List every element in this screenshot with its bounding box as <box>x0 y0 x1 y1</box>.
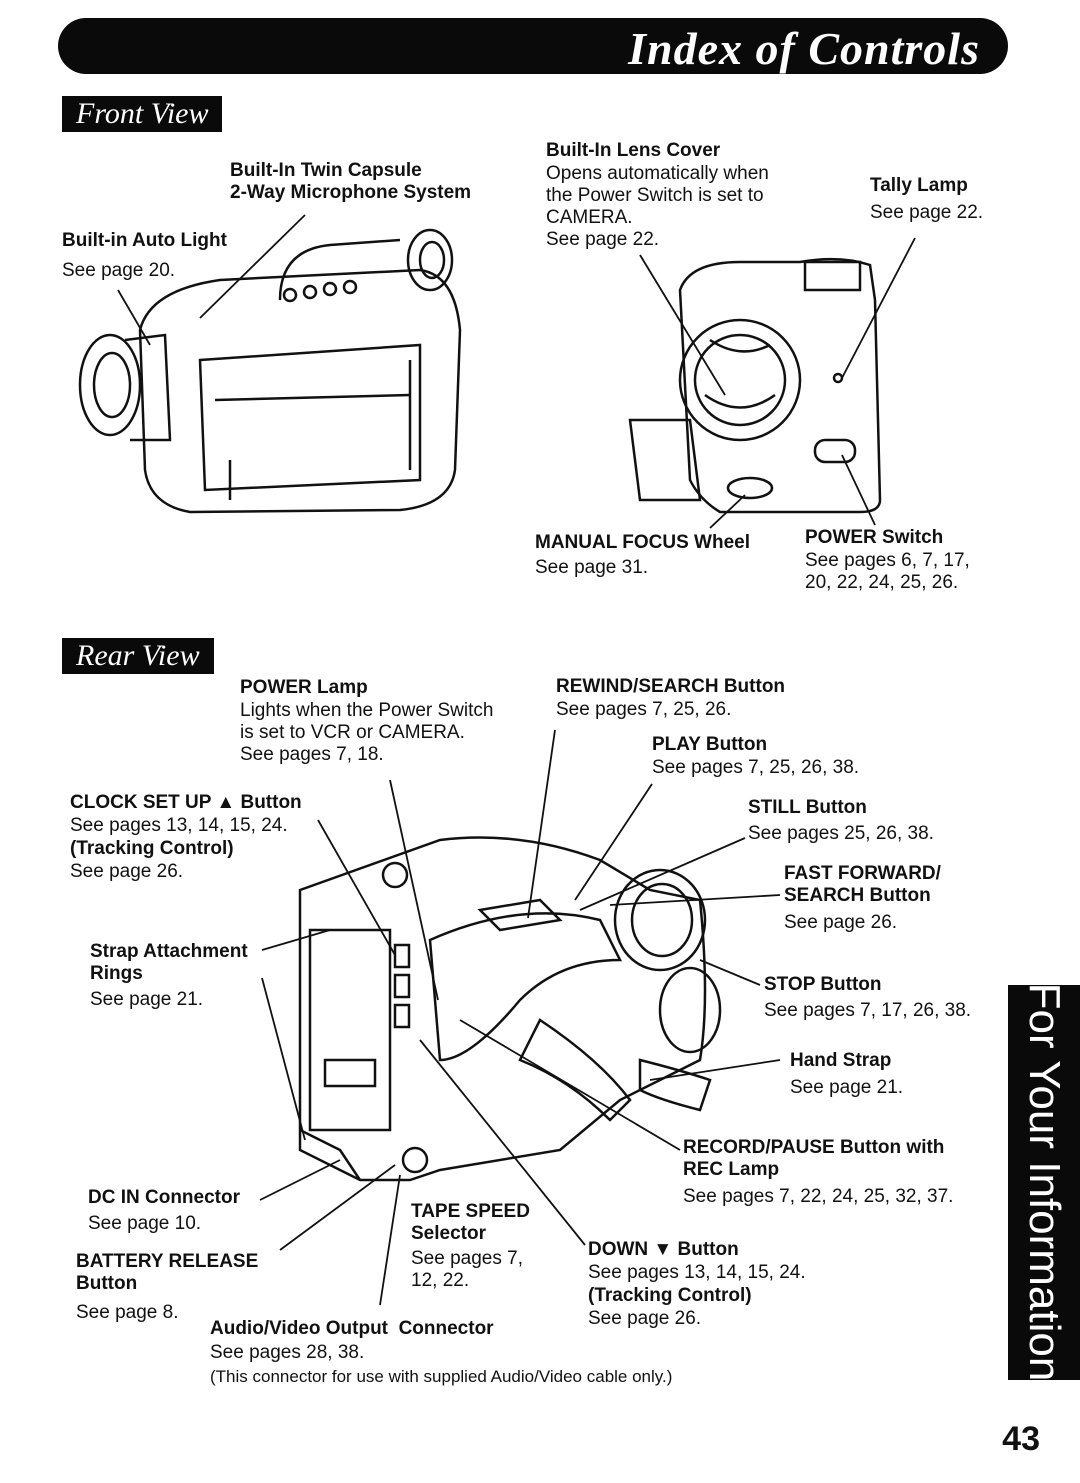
label-record-title: RECORD/PAUSE Button with REC Lamp <box>683 1137 945 1180</box>
label-still-ref: See pages 25, 26, 38. <box>748 823 934 844</box>
label-clock-title: CLOCK SET UP ▲ Button <box>70 792 302 813</box>
label-still-title: STILL Button <box>748 797 867 818</box>
label-tally-lamp-title: Tally Lamp <box>870 175 968 196</box>
label-microphone: Built-In Twin Capsule 2-Way Microphone S… <box>230 160 472 203</box>
label-hand-strap-ref: See page 21. <box>790 1077 904 1098</box>
label-focus-title: MANUAL FOCUS Wheel <box>535 532 750 553</box>
label-auto-light-ref: See page 20. <box>62 260 176 281</box>
label-power-switch-ref: See pages 6, 7, 17, 20, 22, 24, 25, 26. <box>805 550 970 593</box>
label-strap-rings-title: Strap Attachment Rings <box>90 941 248 984</box>
label-lens-cover-title: Built-In Lens Cover <box>546 140 721 161</box>
label-tape-speed-title: TAPE SPEED Selector <box>411 1201 530 1244</box>
side-tab <box>1008 985 1080 1380</box>
label-dc-in-ref: See page 10. <box>88 1213 202 1234</box>
label-ff-title: FAST FORWARD/ SEARCH Button <box>784 863 941 906</box>
label-power-lamp-title: POWER Lamp <box>240 677 368 698</box>
label-av-ref: See pages 28, 38. <box>210 1342 365 1363</box>
label-focus-ref: See page 31. <box>535 557 649 578</box>
label-stop-title: STOP Button <box>764 974 882 995</box>
label-rewind-ref: See pages 7, 25, 26. <box>556 699 732 720</box>
label-battery-title: BATTERY RELEASE Button <box>76 1251 259 1294</box>
label-down-title: DOWN ▼ Button <box>588 1239 739 1260</box>
label-tape-speed-ref: See pages 7, 12, 22. <box>411 1248 523 1291</box>
page-title: Index of Controls <box>628 23 980 74</box>
label-tally-lamp-ref: See page 22. <box>870 202 984 223</box>
label-stop-ref: See pages 7, 17, 26, 38. <box>764 1000 972 1021</box>
label-play-ref: See pages 7, 25, 26, 38. <box>652 757 860 778</box>
label-play-title: PLAY Button <box>652 734 768 755</box>
label-strap-rings-ref: See page 21. <box>90 989 204 1010</box>
front-camcorder-left <box>78 228 462 514</box>
label-clock-tracking: (Tracking Control) <box>70 838 234 859</box>
label-power-lamp-body: Lights when the Power Switch is set to V… <box>240 700 494 765</box>
title-bar: Index of Controls <box>58 18 1008 74</box>
label-auto-light-title: Built-in Auto Light <box>62 230 227 251</box>
front-view-heading: Front View <box>62 96 223 132</box>
label-av-note: (This connector for use with supplied Au… <box>210 1367 673 1386</box>
label-clock-body: See pages 13, 14, 15, 24. <box>70 815 288 836</box>
label-lens-cover-body: Opens automatically when the Power Switc… <box>546 163 769 250</box>
rear-view-heading: Rear View <box>62 638 214 674</box>
label-down-body: See pages 13, 14, 15, 24. <box>588 1262 806 1283</box>
label-ff-ref: See page 26. <box>784 912 898 933</box>
label-av-title: Audio/Video Output Connector <box>210 1318 494 1339</box>
rear-camcorder <box>298 836 722 1182</box>
label-down-tracking-ref: See page 26. <box>588 1308 702 1329</box>
page-number: 43 <box>1002 1420 1040 1458</box>
front-camcorder-right <box>628 257 882 514</box>
label-dc-in-title: DC IN Connector <box>88 1187 240 1208</box>
label-down-tracking: (Tracking Control) <box>588 1285 752 1306</box>
label-hand-strap-title: Hand Strap <box>790 1050 892 1071</box>
side-tab-text: For Your Information <box>1020 982 1069 1382</box>
label-power-switch-title: POWER Switch <box>805 527 944 548</box>
label-battery-ref: See page 8. <box>76 1302 179 1323</box>
label-record-ref: See pages 7, 22, 24, 25, 32, 37. <box>683 1186 954 1207</box>
label-rewind-title: REWIND/SEARCH Button <box>556 676 786 697</box>
label-clock-tracking-ref: See page 26. <box>70 861 184 882</box>
